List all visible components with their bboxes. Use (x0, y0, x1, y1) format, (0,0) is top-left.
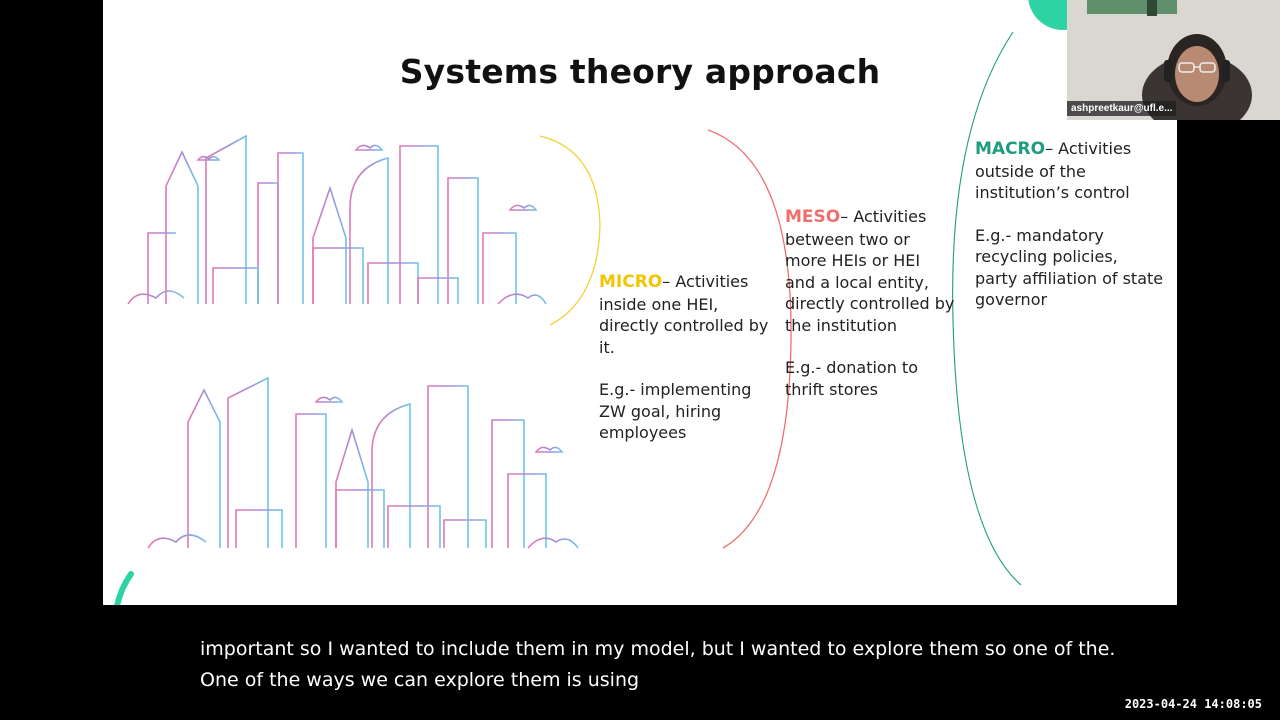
meso-bracket (707, 129, 792, 549)
participant-video-feed (1067, 0, 1280, 120)
meso-example: E.g.- donation to thrift stores (785, 358, 918, 399)
macro-text-block: MACRO– Activities outside of the institu… (975, 138, 1165, 311)
slide-title: Systems theory approach (399, 52, 881, 91)
micro-example: E.g.- implementing ZW goal, hiring emplo… (599, 380, 752, 442)
caption-line-2: One of the ways we can explore them is u… (200, 669, 640, 691)
micro-text-block: MICRO– Activities inside one HEI, direct… (599, 271, 769, 444)
micro-description: – Activities inside one HEI, directly co… (599, 272, 769, 357)
macro-level-label: MACRO (975, 139, 1046, 159)
macro-bracket (952, 31, 1022, 586)
micro-bracket (539, 135, 601, 326)
macro-example: E.g.- mandatory recycling policies, part… (975, 225, 1164, 310)
meso-text-block: MESO– Activities between two or more HEI… (785, 206, 955, 400)
presentation-slide: Systems theory approach (103, 0, 1177, 605)
decorative-teal-stroke (114, 571, 134, 605)
participant-name-label: ashpreetkaur@ufl.e... (1067, 101, 1177, 116)
macro-description: – Activities outside of the institution’… (975, 139, 1132, 202)
micro-level-label: MICRO (599, 272, 663, 292)
live-caption: important so I wanted to include them in… (200, 634, 1160, 696)
caption-line-1: important so I wanted to include them in… (200, 638, 1116, 660)
meso-description: – Activities between two or more HEIs or… (785, 207, 955, 335)
recording-timestamp: 2023-04-24 14:08:05 (1124, 697, 1262, 711)
meso-level-label: MESO (785, 207, 841, 227)
bracket-arcs (539, 31, 1022, 586)
cityscape-illustration-top (118, 134, 548, 305)
cityscape-illustration-bottom (136, 376, 581, 549)
participant-video-tile[interactable]: ashpreetkaur@ufl.e... (1067, 0, 1280, 120)
